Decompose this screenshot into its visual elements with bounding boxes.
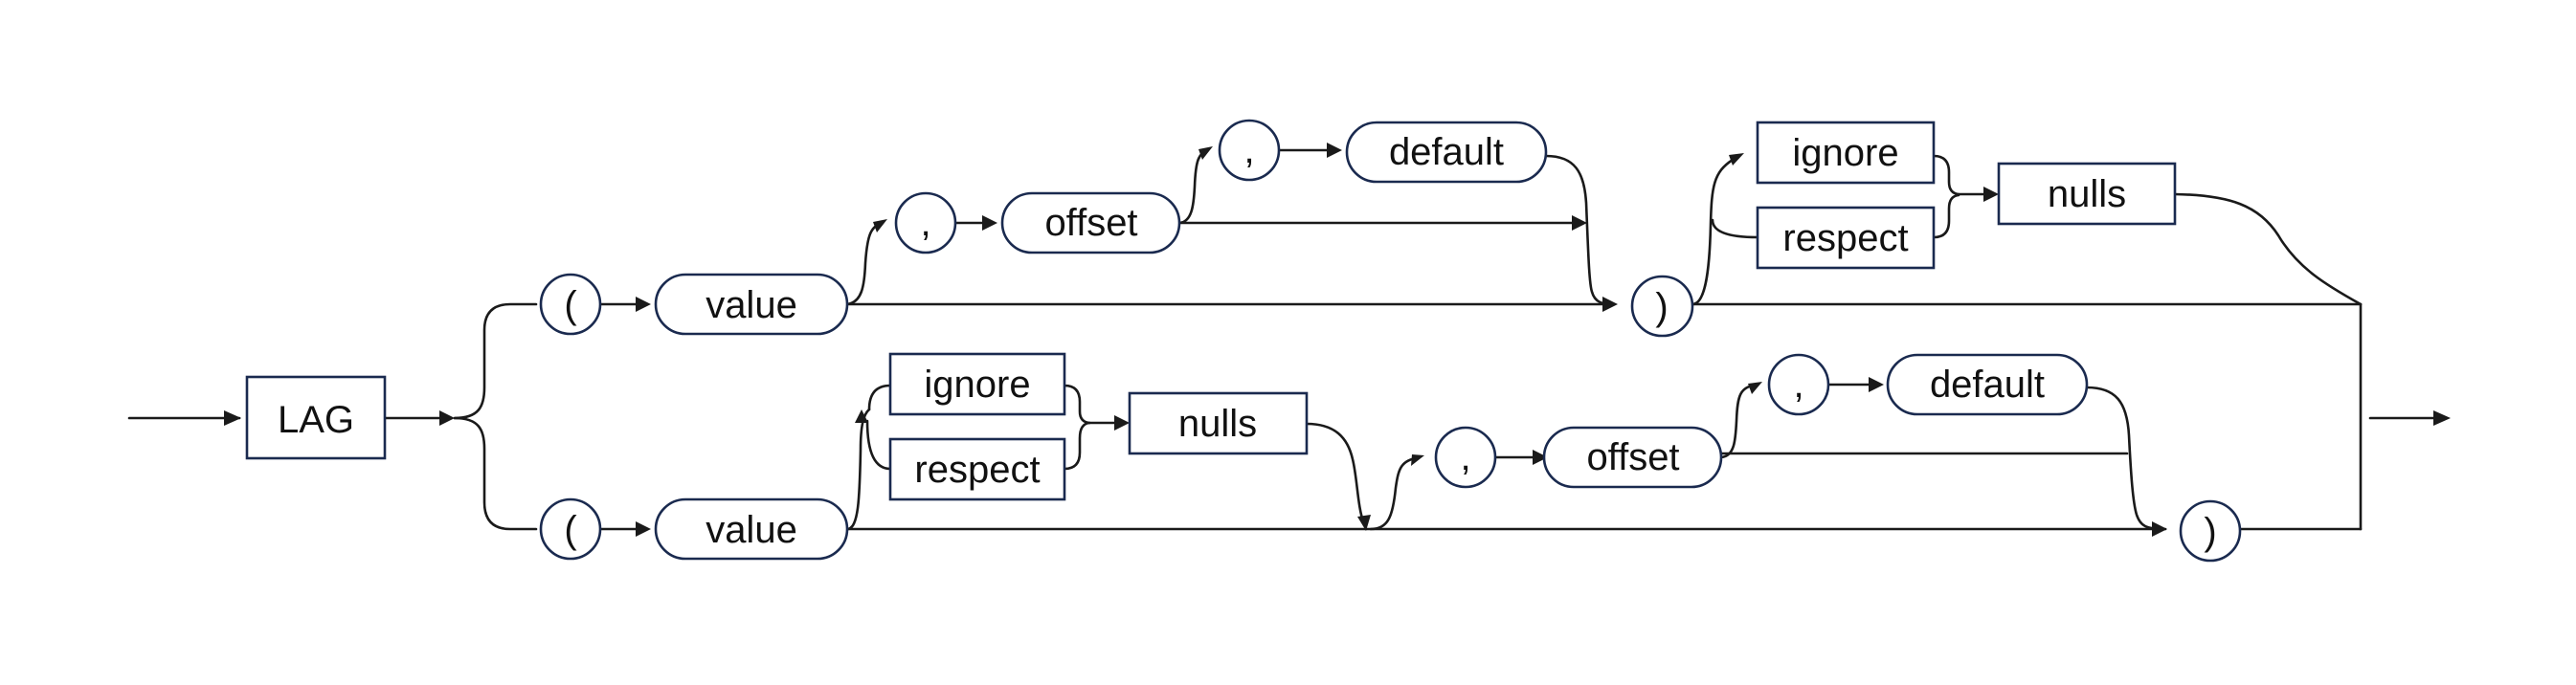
arrow-entry-to-lag	[224, 410, 241, 426]
arrow-lag-exit	[439, 410, 455, 426]
arrow-top-comma-to-offset	[982, 215, 997, 231]
node-bottom-default: default	[1886, 353, 2089, 416]
node-bottom-open-paren: (	[539, 497, 602, 561]
svg-text:,: ,	[1793, 364, 1803, 406]
arrow-bottom-to-close-paren	[2152, 521, 2167, 537]
node-lag: LAG	[245, 375, 387, 460]
arrow-bottom-comma-to-offset	[1533, 450, 1548, 465]
arrow-bottom-to-nulls	[1114, 415, 1130, 431]
svg-text:): )	[2204, 511, 2216, 553]
connector-lines	[127, 148, 2441, 531]
node-bottom-comma-1: ,	[1434, 426, 1497, 489]
svg-text:respect: respect	[1782, 217, 1908, 259]
arrow-top-value-to-comma	[873, 219, 887, 232]
node-top-value: value	[654, 273, 849, 336]
node-top-default: default	[1345, 121, 1548, 184]
arrow-bottom-nulls-drop	[1357, 515, 1371, 531]
svg-text:default: default	[1930, 364, 2045, 406]
svg-text:value: value	[706, 284, 797, 326]
svg-text:value: value	[706, 509, 797, 551]
svg-text:,: ,	[1243, 129, 1254, 171]
node-bottom-offset: offset	[1542, 426, 1723, 489]
svg-text:offset: offset	[1044, 202, 1137, 244]
svg-text:): )	[1655, 286, 1668, 328]
node-top-comma-1: ,	[894, 191, 957, 254]
svg-text:default: default	[1389, 131, 1504, 173]
svg-text:,: ,	[920, 202, 930, 244]
arrow-bottom-value-to-ignore	[855, 409, 868, 423]
node-bottom-ignore: ignore	[888, 352, 1066, 416]
arrow-top-offset-to-comma	[1198, 146, 1213, 160]
svg-text:nulls: nulls	[1178, 403, 1257, 445]
arrow-top-offset-bypass	[1572, 215, 1587, 231]
svg-text:ignore: ignore	[1792, 132, 1898, 174]
label-lag: LAG	[278, 399, 354, 441]
node-top-nulls: nulls	[1997, 162, 2177, 226]
node-bottom-nulls: nulls	[1128, 391, 1309, 455]
node-top-ignore: ignore	[1756, 121, 1936, 185]
node-bottom-value: value	[654, 497, 849, 561]
node-top-offset: offset	[1000, 191, 1181, 254]
svg-text:(: (	[564, 509, 577, 551]
arrow-bottom-rail-to-comma	[1411, 454, 1424, 466]
arrow-bottom-comma-to-default	[1869, 377, 1884, 392]
arrow-top-paren-to-ignore	[1729, 153, 1744, 166]
arrow-bottom-offset-to-comma	[1748, 382, 1762, 394]
node-bottom-comma-2: ,	[1767, 353, 1830, 416]
svg-text:(: (	[564, 284, 577, 326]
arrow-top-comma-to-default	[1327, 143, 1342, 158]
node-top-respect: respect	[1756, 206, 1936, 270]
node-bottom-close-paren: )	[2179, 499, 2242, 563]
svg-text:nulls: nulls	[2048, 173, 2126, 215]
arrowheads	[224, 143, 2451, 537]
arrow-top-to-close-paren	[1602, 297, 1618, 312]
svg-text:,: ,	[1460, 436, 1470, 478]
svg-text:offset: offset	[1586, 436, 1679, 478]
node-bottom-respect: respect	[888, 437, 1066, 501]
node-top-open-paren: (	[539, 273, 602, 336]
svg-text:respect: respect	[914, 449, 1040, 491]
node-top-close-paren: )	[1630, 275, 1694, 338]
arrow-top-paren-to-value	[636, 297, 651, 312]
svg-text:ignore: ignore	[924, 364, 1030, 406]
arrow-exit	[2433, 410, 2451, 426]
arrow-bottom-paren-to-value	[636, 521, 651, 537]
arrow-top-to-nulls	[1983, 187, 1999, 202]
node-top-comma-2: ,	[1218, 119, 1281, 182]
